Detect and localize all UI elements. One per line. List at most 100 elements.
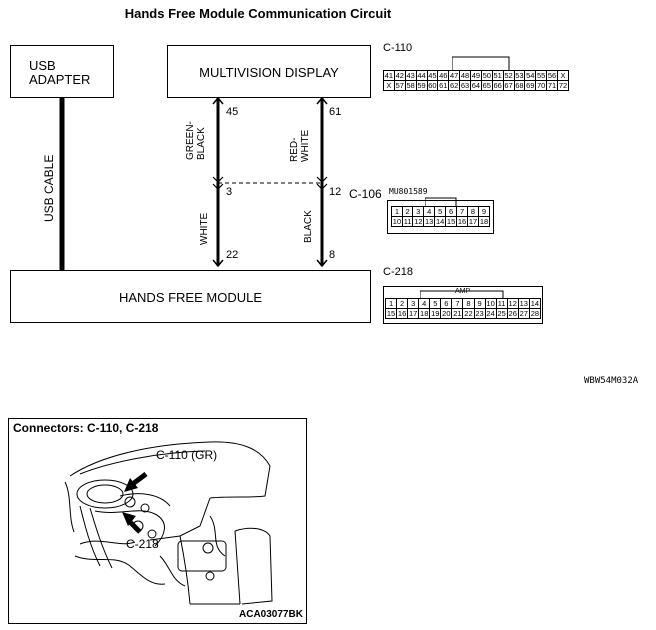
- dashboard-illustration: [64, 441, 273, 605]
- c218-pin-cell: 27: [517, 308, 530, 319]
- c110-pin-cell: 71: [546, 80, 558, 91]
- left-lower-color: WHITE: [199, 212, 210, 245]
- c110-pin-cell: 68: [513, 80, 526, 91]
- c218-pin-cell: 4: [418, 298, 431, 309]
- c218-pin-cell: 10: [484, 298, 497, 309]
- c218-pin-cell: 16: [396, 308, 409, 319]
- c106-pin-cell: 4: [423, 206, 436, 217]
- hands-free-module-label: HANDS FREE MODULE: [118, 290, 263, 305]
- c106-pin-cell: 9: [477, 206, 491, 217]
- c110-pin-cell: 49: [470, 70, 482, 81]
- photo-ref-code: ACA03077BK: [239, 609, 303, 620]
- c106-pin-cell: 14: [434, 216, 447, 227]
- c110-pin-cell: 63: [459, 80, 471, 91]
- c110-id: C-110: [383, 42, 413, 54]
- c218-pin-cell: 14: [528, 298, 542, 309]
- pin-left-top: 45: [226, 106, 239, 118]
- pin-right-bottom: 8: [329, 249, 336, 261]
- c218-pin-cell: 25: [495, 308, 508, 319]
- usb-adapter-box: USB ADAPTER: [10, 45, 114, 98]
- c106-pin-cell: 5: [434, 206, 447, 217]
- c218-pin-cell: 7: [451, 298, 464, 309]
- c110-pin-cell: 62: [448, 80, 461, 91]
- usb-cable-label: USB CABLE: [42, 154, 56, 222]
- c218-pin-cell: 3: [407, 298, 420, 309]
- c110-pin-cell: 42: [393, 70, 406, 81]
- c110-pin-cell: 69: [524, 80, 537, 91]
- c110-pin-cell: 59: [415, 80, 428, 91]
- c106-pin-cell: 7: [456, 206, 469, 217]
- c110-pin-cell: 50: [480, 70, 493, 81]
- c106-pin-cell: 12: [412, 216, 425, 227]
- c218-pin-cell: 24: [484, 308, 497, 319]
- c218-housing: [383, 286, 543, 324]
- c218-pin-cell: 22: [462, 308, 475, 319]
- c110-latch: [452, 56, 510, 70]
- c106-pin-cell: 18: [477, 216, 491, 227]
- c106-pin-cell: 2: [401, 206, 414, 217]
- diagram-ref-code: WBW54M032A: [584, 376, 639, 386]
- c110-pin-cell: X: [383, 80, 395, 91]
- c218-pin-cell: 23: [473, 308, 486, 319]
- c110-pin-cell: 72: [557, 80, 569, 91]
- c110-pin-cell: 44: [415, 70, 428, 81]
- c110-pin-cell: 41: [383, 70, 395, 81]
- c106-housing: [387, 200, 494, 234]
- c218-pin-cell: 13: [517, 298, 530, 309]
- c110-pin-cell: 65: [480, 80, 493, 91]
- c106-connector-mark-left: [212, 176, 224, 183]
- c110-pin-cell: 46: [437, 70, 450, 81]
- c218-amp-tag: AMP: [455, 288, 471, 295]
- multivision-display-label: MULTIVISION DISPLAY: [199, 65, 339, 80]
- c106-pin-cell: 15: [445, 216, 458, 227]
- c106-pin-cell: 1: [391, 206, 403, 217]
- c110-pin-cell: 45: [426, 70, 439, 81]
- c218-latch: [420, 290, 504, 298]
- hands-free-module-box: HANDS FREE MODULE: [10, 270, 371, 323]
- pin-right-mid: 12: [329, 186, 342, 198]
- c218-callout: C-218: [126, 537, 159, 551]
- c110-pin-cell: X: [557, 70, 569, 81]
- c110-pin-cell: 51: [491, 70, 504, 81]
- c110-pin-cell: 43: [404, 70, 417, 81]
- c218-pin-cell: 17: [407, 308, 420, 319]
- c106-part-number: MU801589: [389, 187, 428, 196]
- usb-adapter-label-line1: USB: [29, 58, 56, 73]
- right-upper-color: RED- WHITE: [289, 129, 311, 162]
- c110-pin-cell: 58: [404, 80, 417, 91]
- right-lower-color: BLACK: [303, 210, 314, 243]
- pin-right-top: 61: [329, 106, 342, 118]
- c110-pin-cell: 48: [459, 70, 471, 81]
- c110-pin-cell: 47: [448, 70, 461, 81]
- c218-pin-cell: 1: [384, 298, 398, 309]
- pin-left-bottom: 22: [226, 249, 239, 261]
- c218-pin-cell: 9: [473, 298, 486, 309]
- c106-pin-cell: 6: [445, 206, 458, 217]
- c218-pin-cell: 12: [506, 298, 519, 309]
- c110-pin-cell: 64: [470, 80, 482, 91]
- c218-pin-cell: 6: [440, 298, 453, 309]
- c110-pin-cell: 57: [393, 80, 406, 91]
- c106-pin-cell: 16: [456, 216, 469, 227]
- c106-pin-cell: 10: [391, 216, 403, 227]
- c110-pin-cell: 54: [524, 70, 537, 81]
- diagram-title: Hands Free Module Communication Circuit: [124, 6, 392, 21]
- c106-id: C-106: [349, 187, 382, 201]
- c110-pin-cell: 53: [513, 70, 526, 81]
- c106-latch: [425, 197, 457, 207]
- c106-connector-mark-right: [316, 176, 328, 183]
- circuit-wires: [59, 96, 328, 270]
- c110-pin-cell: 61: [437, 80, 450, 91]
- c218-pin-cell: 15: [384, 308, 398, 319]
- c218-pin-cell: 28: [528, 308, 542, 319]
- c110-pin-cell: 60: [426, 80, 439, 91]
- c218-pin-cell: 8: [462, 298, 475, 309]
- c110-pin-cell: 66: [491, 80, 504, 91]
- c218-pin-cell: 20: [440, 308, 453, 319]
- c110-pin-cell: 70: [535, 80, 548, 91]
- c110-pin-cell: 67: [502, 80, 515, 91]
- c110-pin-cell: 52: [502, 70, 515, 81]
